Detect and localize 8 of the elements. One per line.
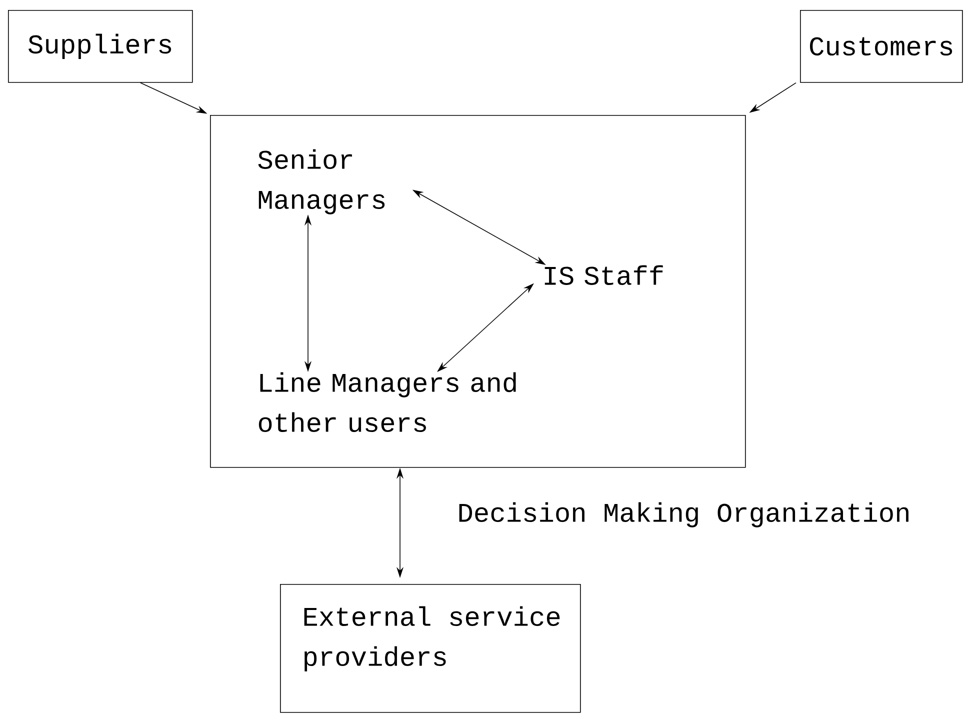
box: Customers — [800, 10, 963, 83]
box: Suppliers — [8, 10, 193, 83]
box — [210, 115, 746, 468]
heading: Decision Making Organization — [459, 502, 908, 528]
box: External service providers — [280, 584, 581, 713]
label: Line Managers and other users — [258, 372, 516, 432]
label: Senior Managers — [258, 149, 385, 214]
label: IS Staff — [544, 265, 663, 286]
